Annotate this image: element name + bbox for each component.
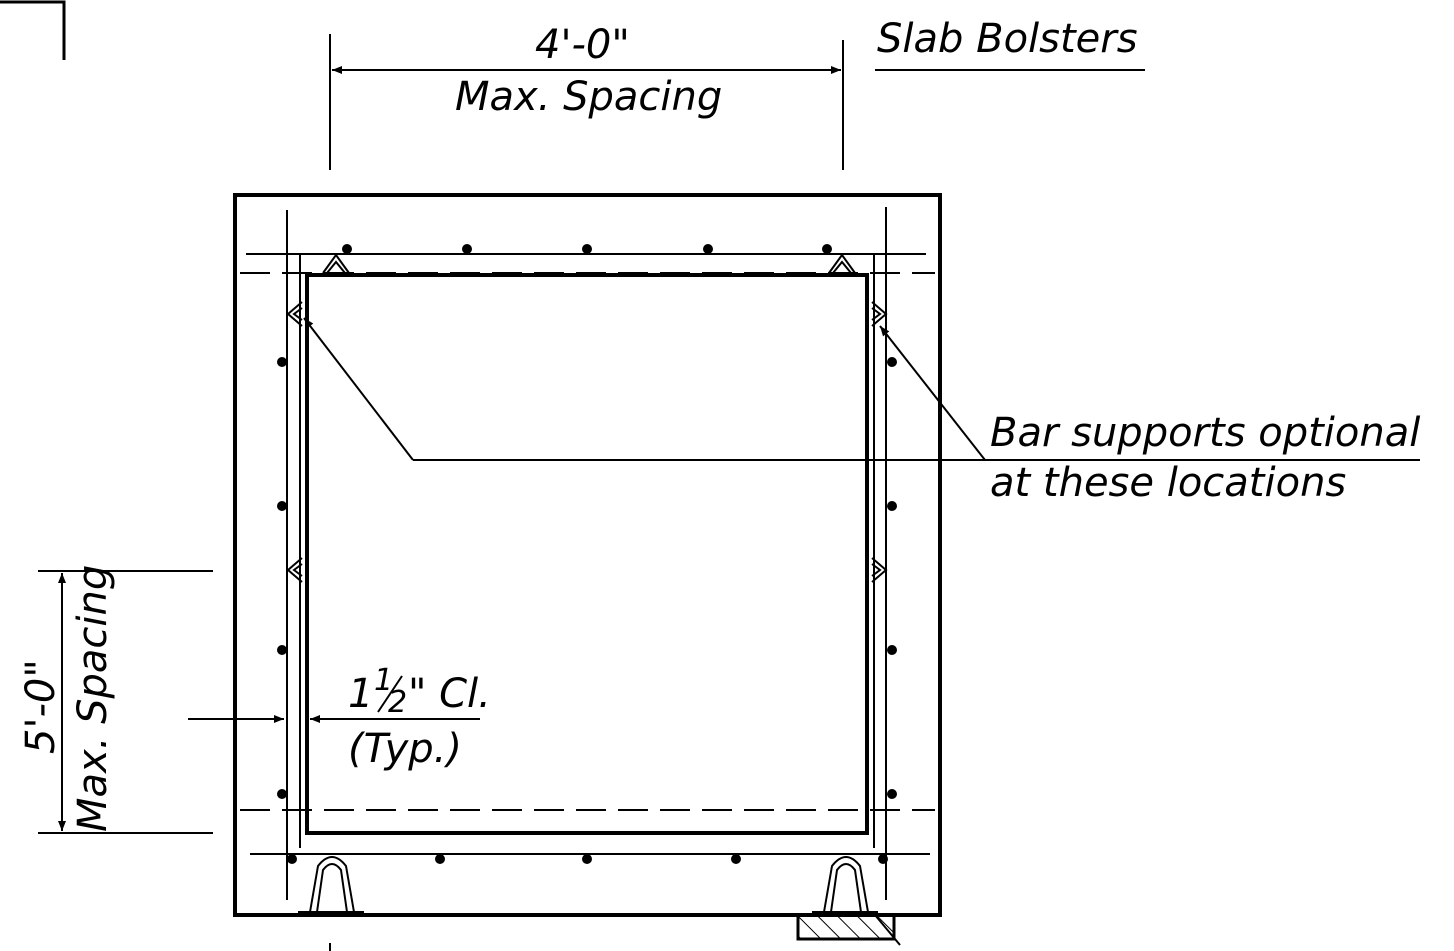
clear-cover-whole: 1 — [348, 671, 373, 717]
border-fragment — [0, 0, 66, 60]
side-dimension-note: Max. Spacing — [70, 565, 116, 832]
top-dimension-value: 4'-0" — [535, 22, 630, 68]
bar-supports-line-1: Bar supports optional — [990, 410, 1420, 456]
clear-cover-numerator: 1 — [374, 663, 393, 698]
clear-cover-note: (Typ.) — [348, 726, 462, 772]
side-spacing-dimension: 5'-0" Max. Spacing — [18, 565, 213, 834]
inner-opening-outline — [305, 273, 869, 835]
inner-reinforcement — [240, 255, 935, 848]
outer-reinforcement — [246, 207, 930, 900]
bottom-slab-bolsters — [298, 856, 878, 913]
slab-bolsters-callout: Slab Bolsters — [875, 16, 1145, 71]
clear-cover-callout: 1 1 2 " Cl. (Typ.) — [188, 663, 491, 772]
bar-supports-callout: Bar supports optional at these locations — [303, 317, 1420, 506]
top-dimension-note: Max. Spacing — [455, 74, 722, 120]
clear-cover-denominator: 2 — [388, 685, 407, 720]
slab-bolsters-label: Slab Bolsters — [877, 16, 1138, 62]
clear-cover-unit: " Cl. — [408, 671, 491, 717]
top-spacing-dimension: 4'-0" Max. Spacing — [329, 22, 844, 170]
rebar-dots — [277, 244, 897, 864]
side-bar-chairs — [286, 301, 888, 583]
bar-supports-line-2: at these locations — [990, 460, 1346, 506]
box-section — [233, 193, 942, 951]
side-dimension-value: 5'-0" — [18, 659, 64, 754]
bearing-pad-hatch — [796, 913, 896, 941]
outer-concrete-outline — [233, 193, 942, 917]
top-bar-chairs — [322, 253, 856, 274]
